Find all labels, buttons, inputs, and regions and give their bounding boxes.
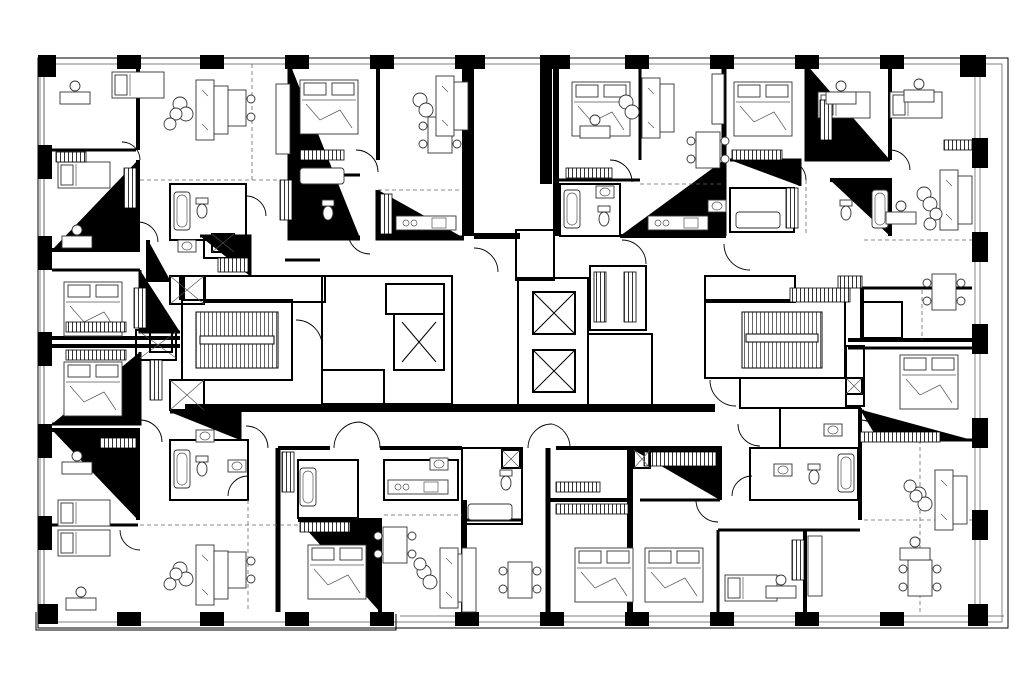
interior-walls [52,64,972,612]
building-core [179,64,847,412]
furniture [55,71,973,613]
exterior-columns [38,55,988,626]
shafts [149,233,863,469]
